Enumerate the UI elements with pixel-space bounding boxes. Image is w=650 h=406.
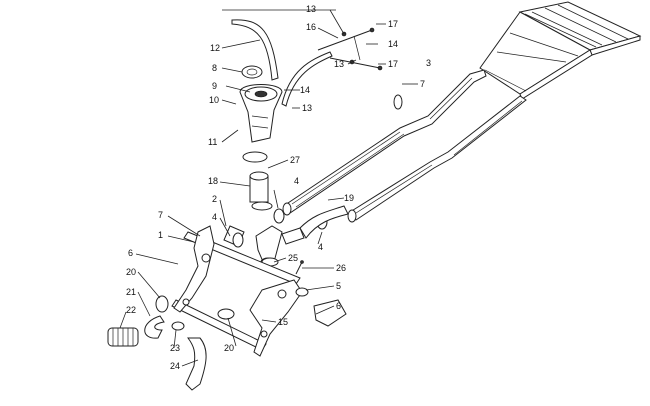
callout-14-top: 14 <box>388 39 398 49</box>
callout-21: 21 <box>126 287 136 297</box>
callout-2: 2 <box>212 194 217 204</box>
callout-13-low: 13 <box>302 103 312 113</box>
callout-8: 8 <box>212 63 217 73</box>
callout-14-mid: 14 <box>300 85 310 95</box>
callout-16: 16 <box>306 22 316 32</box>
callout-4-left: 4 <box>212 212 217 222</box>
thermostat-housing <box>239 84 283 143</box>
clamp-23 <box>171 321 185 331</box>
leader-lines <box>119 9 418 367</box>
callout-5: 5 <box>336 281 341 291</box>
cooler-tube-lower <box>347 95 527 223</box>
clamp-4a <box>232 232 244 248</box>
callout-7-left: 7 <box>158 210 163 220</box>
hose-clamp-top <box>242 151 268 163</box>
callout-17-mid: 17 <box>388 59 398 69</box>
thermostat-cap <box>241 65 263 79</box>
callout-27: 27 <box>290 155 300 165</box>
callout-labels: 12 8 9 10 11 13 16 17 14 13 17 14 13 3 7… <box>126 4 431 371</box>
callout-17-top: 17 <box>388 19 398 29</box>
callout-11: 11 <box>208 137 217 147</box>
cooler-tube-upper <box>282 69 487 216</box>
callout-23: 23 <box>170 343 180 353</box>
clamp-20a <box>155 295 169 313</box>
callout-25: 25 <box>288 253 298 263</box>
callout-26: 26 <box>336 263 346 273</box>
callout-18: 18 <box>208 176 218 186</box>
callout-22: 22 <box>126 305 136 315</box>
bleed-fitting-assembly <box>317 27 383 71</box>
callout-6-left: 6 <box>128 248 133 258</box>
callout-24: 24 <box>170 361 180 371</box>
vent-hose <box>231 19 279 81</box>
heat-exchanger-rear <box>518 1 642 56</box>
long-hose-24 <box>185 337 207 391</box>
callout-15: 15 <box>278 317 288 327</box>
bleed-hose <box>281 51 333 107</box>
callout-6-right: 6 <box>336 301 341 311</box>
y-fitting <box>255 225 305 267</box>
callout-7-right: 7 <box>420 79 425 89</box>
callout-12: 12 <box>210 43 220 53</box>
callout-19: 19 <box>344 193 354 203</box>
callout-20-left: 20 <box>126 267 136 277</box>
fitting-5 <box>295 287 309 297</box>
callout-1: 1 <box>158 230 163 240</box>
callout-20-right: 20 <box>224 343 234 353</box>
callout-9: 9 <box>212 81 217 91</box>
callout-13-top: 13 <box>306 4 316 14</box>
fastener-26 <box>295 260 304 275</box>
clamp-20b <box>217 308 235 320</box>
heat-exchanger-front <box>479 11 593 100</box>
hose-19 <box>299 205 349 239</box>
mount-plate-6 <box>313 299 347 327</box>
callout-3: 3 <box>426 58 431 68</box>
callout-4-mid: 4 <box>294 176 299 186</box>
bleed-tube-7 <box>393 94 403 110</box>
callout-4-right: 4 <box>318 242 323 252</box>
elbow-hose-21 <box>144 315 165 339</box>
bracket-left <box>173 225 215 313</box>
connector-tube <box>249 171 273 211</box>
coil-hose-22 <box>107 327 139 347</box>
callout-10: 10 <box>209 95 219 105</box>
callout-13-mid: 13 <box>334 59 344 69</box>
bracket-right <box>249 279 303 357</box>
clamp-4b <box>273 208 285 224</box>
